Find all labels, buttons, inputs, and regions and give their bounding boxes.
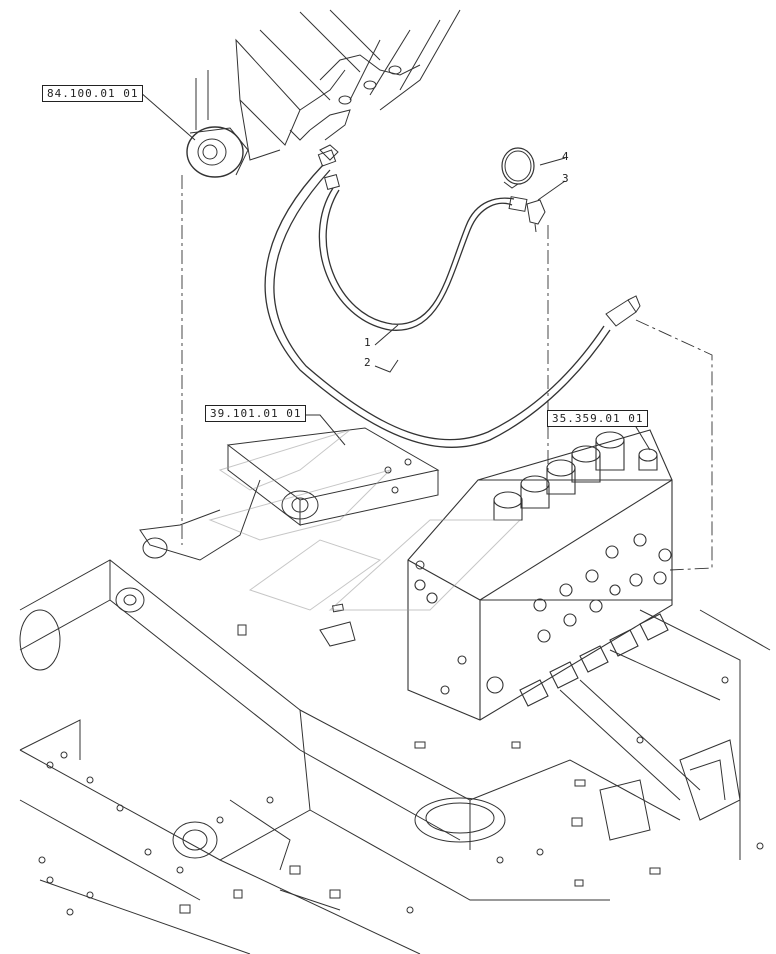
main-frame (19, 559, 771, 954)
leader-callout-2 (374, 359, 399, 373)
lower-fittings (519, 613, 669, 707)
callout-number: 1 (364, 336, 371, 349)
leader-callout-4 (539, 157, 566, 166)
reference-box[interactable]: 84.100.01 01 (42, 85, 144, 102)
reference-box[interactable]: 39.101.01 01 (205, 405, 307, 422)
leader-callout-1 (374, 324, 399, 346)
callout-number: 4 (562, 150, 569, 163)
leader-callout-3 (537, 180, 566, 201)
reference-box[interactable]: 35.359.01 01 (547, 410, 649, 427)
small-fasteners (38, 458, 764, 916)
bearing-ring (186, 126, 249, 178)
control-valve (407, 429, 673, 721)
callout-number: 3 (562, 172, 569, 185)
hose-1 (264, 164, 611, 448)
valve-ports (414, 533, 672, 695)
callout-number: 2 (364, 356, 371, 369)
mount-bracket (139, 427, 440, 561)
valve-spools (493, 431, 658, 521)
upper-arm-assembly (195, 9, 461, 161)
watermark-logo (208, 429, 522, 611)
hose-fittings (317, 149, 641, 327)
tee-fitting (526, 199, 546, 233)
hose-clamp (501, 147, 535, 189)
assembly-dash-lines (181, 175, 713, 571)
hose-2 (318, 187, 515, 331)
